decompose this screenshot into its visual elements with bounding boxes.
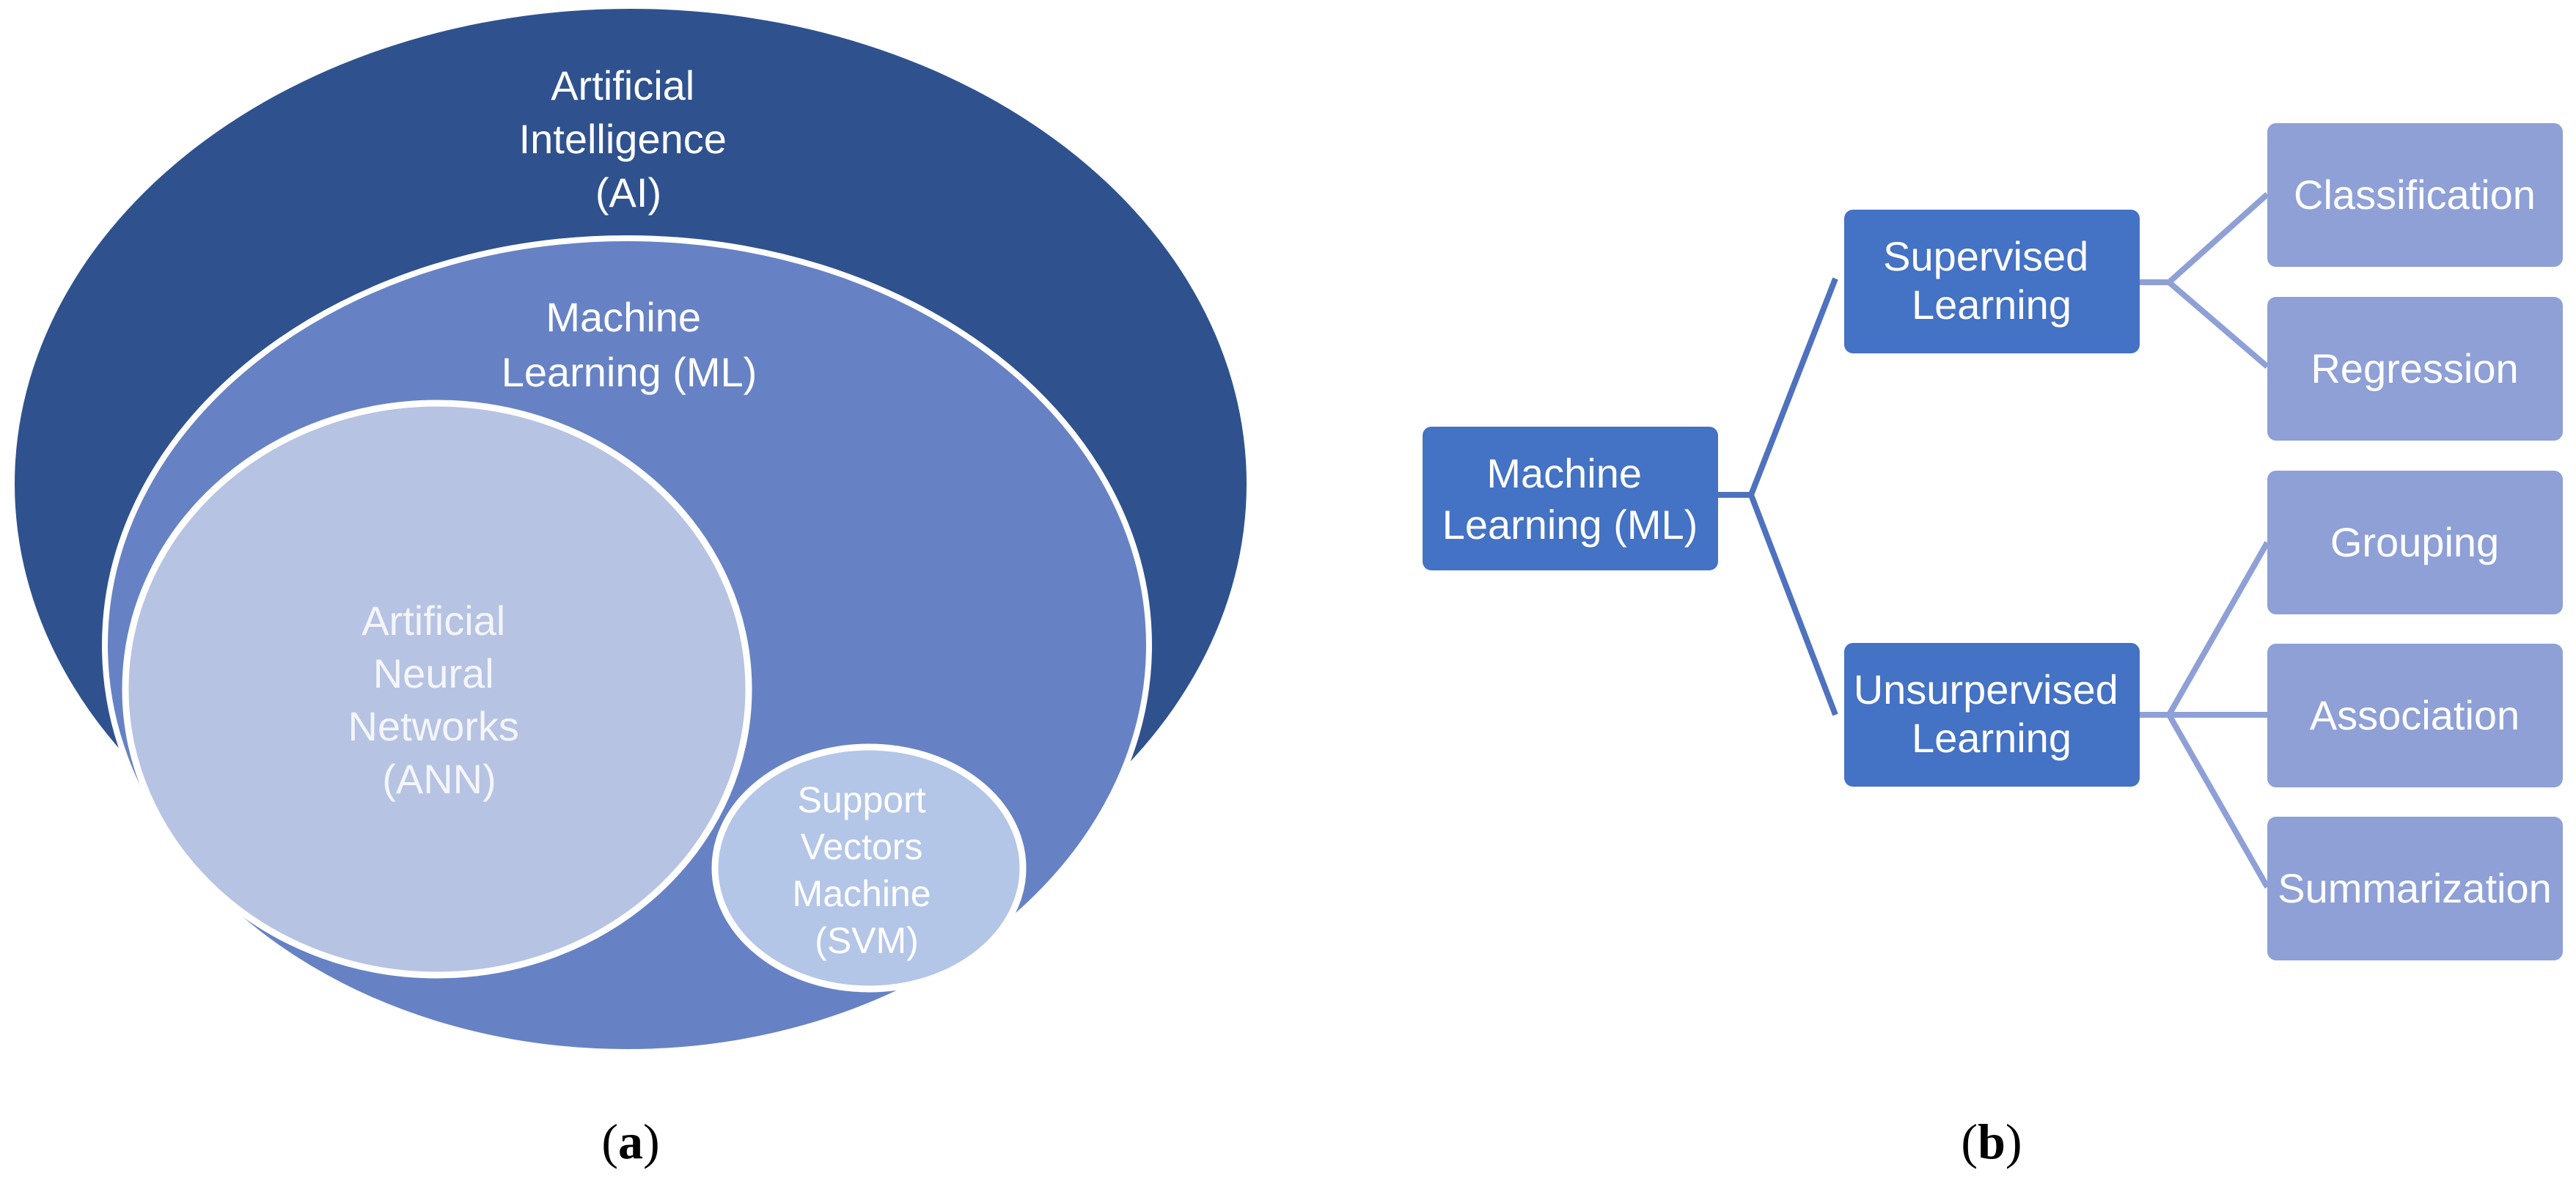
- summarization-box: [2267, 817, 2563, 960]
- classification-label: Classification: [2294, 172, 2536, 218]
- ann-label: Artificial Neural Networks (ANN): [348, 597, 531, 802]
- unsupervised-box: [1844, 643, 2140, 787]
- connector-root-supervised: [1718, 277, 1838, 498]
- connector-unsupervised-grouping: [2140, 541, 2270, 718]
- supervised-box: [1844, 210, 2140, 353]
- panel-a: Artificial Intelligence (AI) Machine Lea…: [15, 9, 1247, 1169]
- caption-a: (a): [601, 1114, 659, 1169]
- ai-label: Artificial Intelligence (AI): [519, 62, 738, 216]
- connector-supervised-regression: [2140, 279, 2269, 369]
- classification-box: [2267, 123, 2563, 267]
- svm-ellipse: [711, 743, 1027, 993]
- association-label: Association: [2310, 692, 2520, 738]
- association-box: [2267, 644, 2563, 787]
- ann-ellipse: [122, 400, 752, 979]
- connectors: [1718, 192, 2270, 889]
- connector-root-unsupervised: [1718, 492, 1838, 716]
- grouping-box: [2267, 471, 2563, 614]
- supervised-label: Supervised Learning: [1883, 233, 2100, 328]
- panel-b: Machine Learning (ML) Supervised Learnin…: [1423, 123, 2563, 1169]
- svm-label: Support Vectors Machine (SVM): [793, 779, 942, 961]
- grouping-label: Grouping: [2330, 519, 2499, 565]
- unsupervised-label: Unsurpervised Learning: [1854, 666, 2130, 761]
- caption-b: (b): [1961, 1114, 2022, 1169]
- regression-label: Regression: [2311, 345, 2518, 391]
- ml-label: Machine Learning (ML): [502, 294, 757, 395]
- connector-supervised-classification: [2140, 192, 2269, 285]
- connector-unsupervised-summarization: [2140, 712, 2270, 889]
- regression-box: [2267, 297, 2563, 441]
- root-label: Machine Learning (ML): [1442, 450, 1698, 548]
- root-box: [1423, 427, 1718, 570]
- summarization-label: Summarization: [2278, 865, 2551, 911]
